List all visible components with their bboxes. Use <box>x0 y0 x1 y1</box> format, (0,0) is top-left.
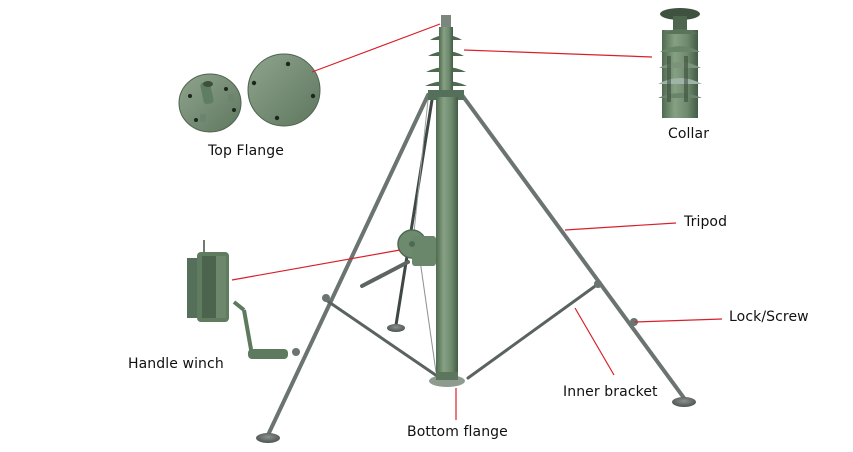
collar-picture <box>658 8 702 118</box>
leader-line-handle-winch <box>231 249 401 281</box>
handle-winch-picture <box>187 240 288 359</box>
leader-line-lock-screw <box>634 318 723 323</box>
leader-line-tripod <box>564 222 677 231</box>
top-flange-picture-a <box>178 73 242 133</box>
label-tripod: Tripod <box>684 214 728 230</box>
label-bottom-flange: Bottom flange <box>407 424 508 440</box>
label-inner-bracket: Inner bracket <box>563 384 658 400</box>
tripod-legs <box>256 93 696 443</box>
mast-winch <box>360 229 436 288</box>
top-flange-picture-b <box>247 53 321 127</box>
mast <box>425 15 467 387</box>
label-lock-screw: Lock/Screw <box>729 309 809 325</box>
leader-line-top-flange <box>311 23 441 73</box>
leader-lines <box>231 23 723 420</box>
leader-line-collar <box>463 49 653 58</box>
label-handle-winch: Handle winch <box>128 356 224 372</box>
label-collar: Collar <box>668 126 710 142</box>
label-top-flange: Top Flange <box>208 143 284 159</box>
leader-line-inner-bracket <box>574 307 615 376</box>
